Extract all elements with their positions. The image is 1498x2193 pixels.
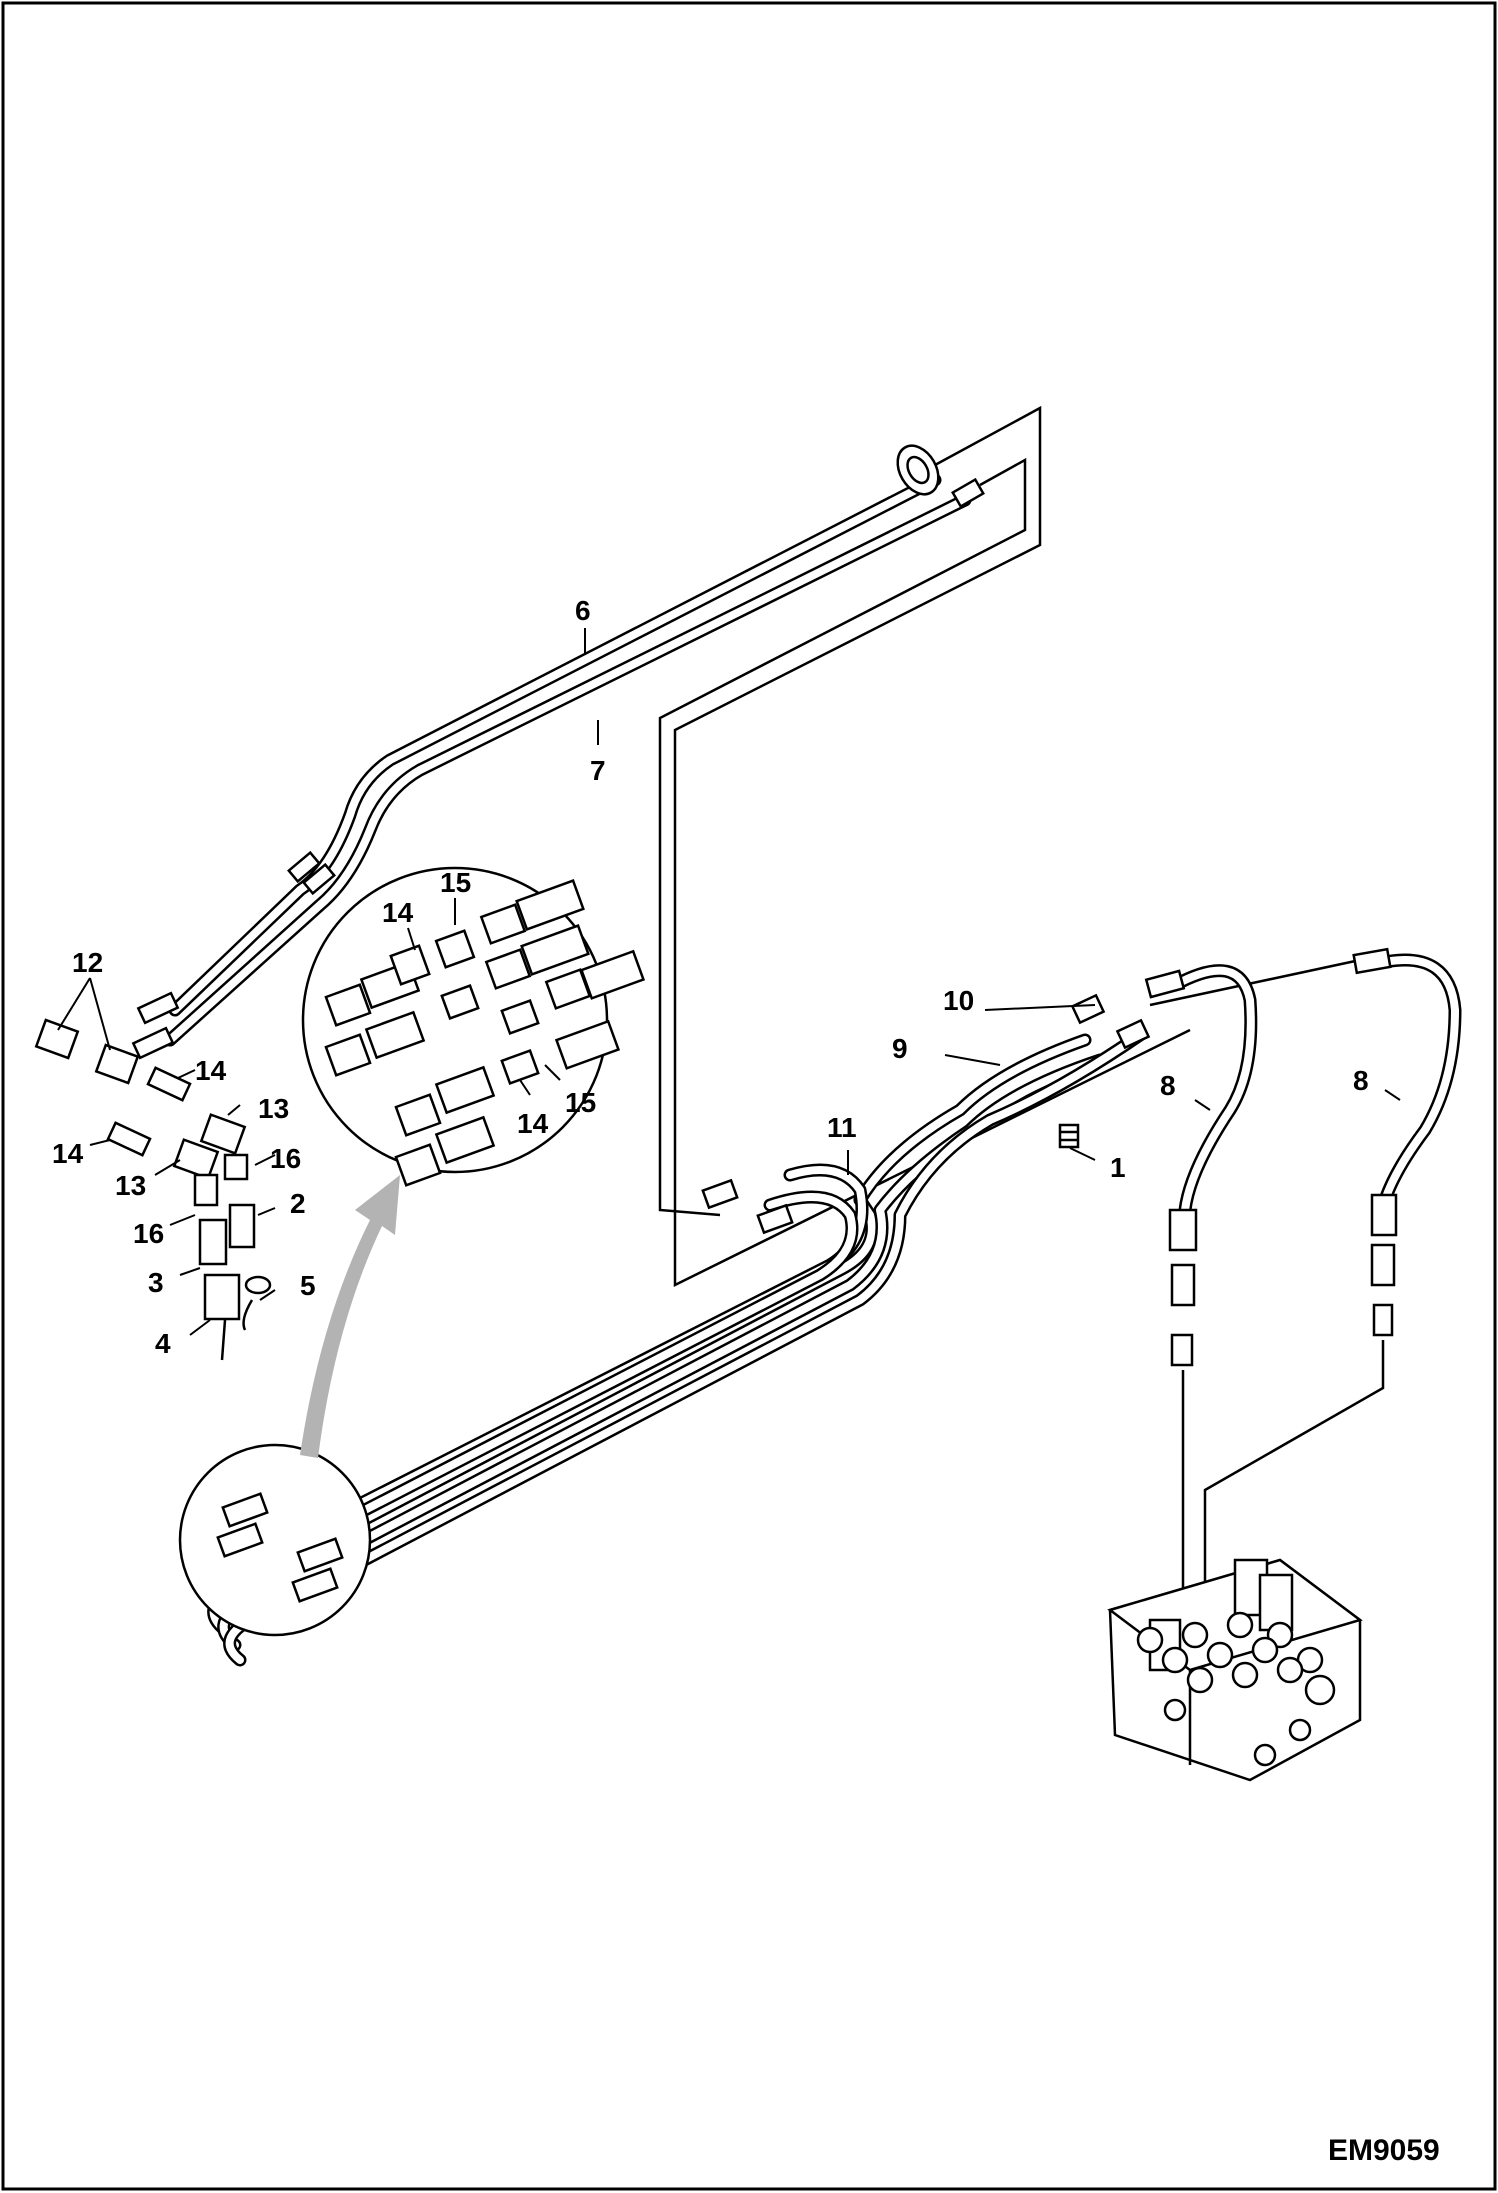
callout-16-right: 16 — [270, 1143, 301, 1174]
callout-9: 9 — [892, 1033, 908, 1064]
callout-15-detail-top: 15 — [440, 867, 471, 898]
callout-6: 6 — [575, 595, 591, 626]
callout-8-left: 8 — [1160, 1070, 1176, 1101]
callout-11: 11 — [827, 1112, 857, 1143]
hose-8-left — [1168, 964, 1258, 1217]
callout-5: 5 — [300, 1270, 316, 1301]
callout-14-right: 14 — [195, 1055, 227, 1086]
leader-lines — [57, 628, 1401, 1336]
bulkhead-fitting — [896, 444, 985, 509]
callout-14-detail-bottom: 14 — [517, 1108, 549, 1139]
callout-1: 1 — [1110, 1152, 1126, 1183]
drawing-code: EM9059 — [1328, 2134, 1440, 2167]
detail-view-upper — [301, 866, 646, 1187]
detail-view-lower — [178, 1443, 372, 1637]
callout-2: 2 — [290, 1188, 306, 1219]
callout-labels: 1 2 3 4 5 6 7 8 8 9 10 11 12 13 13 14 14… — [52, 595, 1369, 1359]
hose-clamp — [287, 850, 336, 896]
detail-pointer-arrow — [300, 1175, 400, 1458]
hose-8-fittings — [1144, 947, 1398, 1367]
callout-7: 7 — [590, 755, 606, 786]
left-fittings — [34, 991, 272, 1361]
callout-8-right: 8 — [1353, 1065, 1369, 1096]
bundle-fittings — [701, 993, 1151, 1235]
plug-1 — [1058, 1123, 1080, 1149]
callout-14-detail-top: 14 — [382, 897, 414, 928]
callout-14-left: 14 — [52, 1138, 84, 1169]
callout-3: 3 — [148, 1267, 164, 1298]
callout-4: 4 — [155, 1328, 171, 1359]
control-valve — [1107, 1558, 1363, 1782]
callout-13-left: 13 — [115, 1170, 146, 1201]
hose-7 — [163, 493, 972, 1047]
callout-16-left: 16 — [133, 1218, 164, 1249]
callout-13-right: 13 — [258, 1093, 289, 1124]
routing-lines — [658, 405, 1385, 1640]
hose-8-right — [1378, 953, 1462, 1207]
callout-12: 12 — [72, 947, 103, 978]
callout-15-detail-bottom: 15 — [565, 1087, 596, 1118]
callout-10: 10 — [943, 985, 974, 1016]
